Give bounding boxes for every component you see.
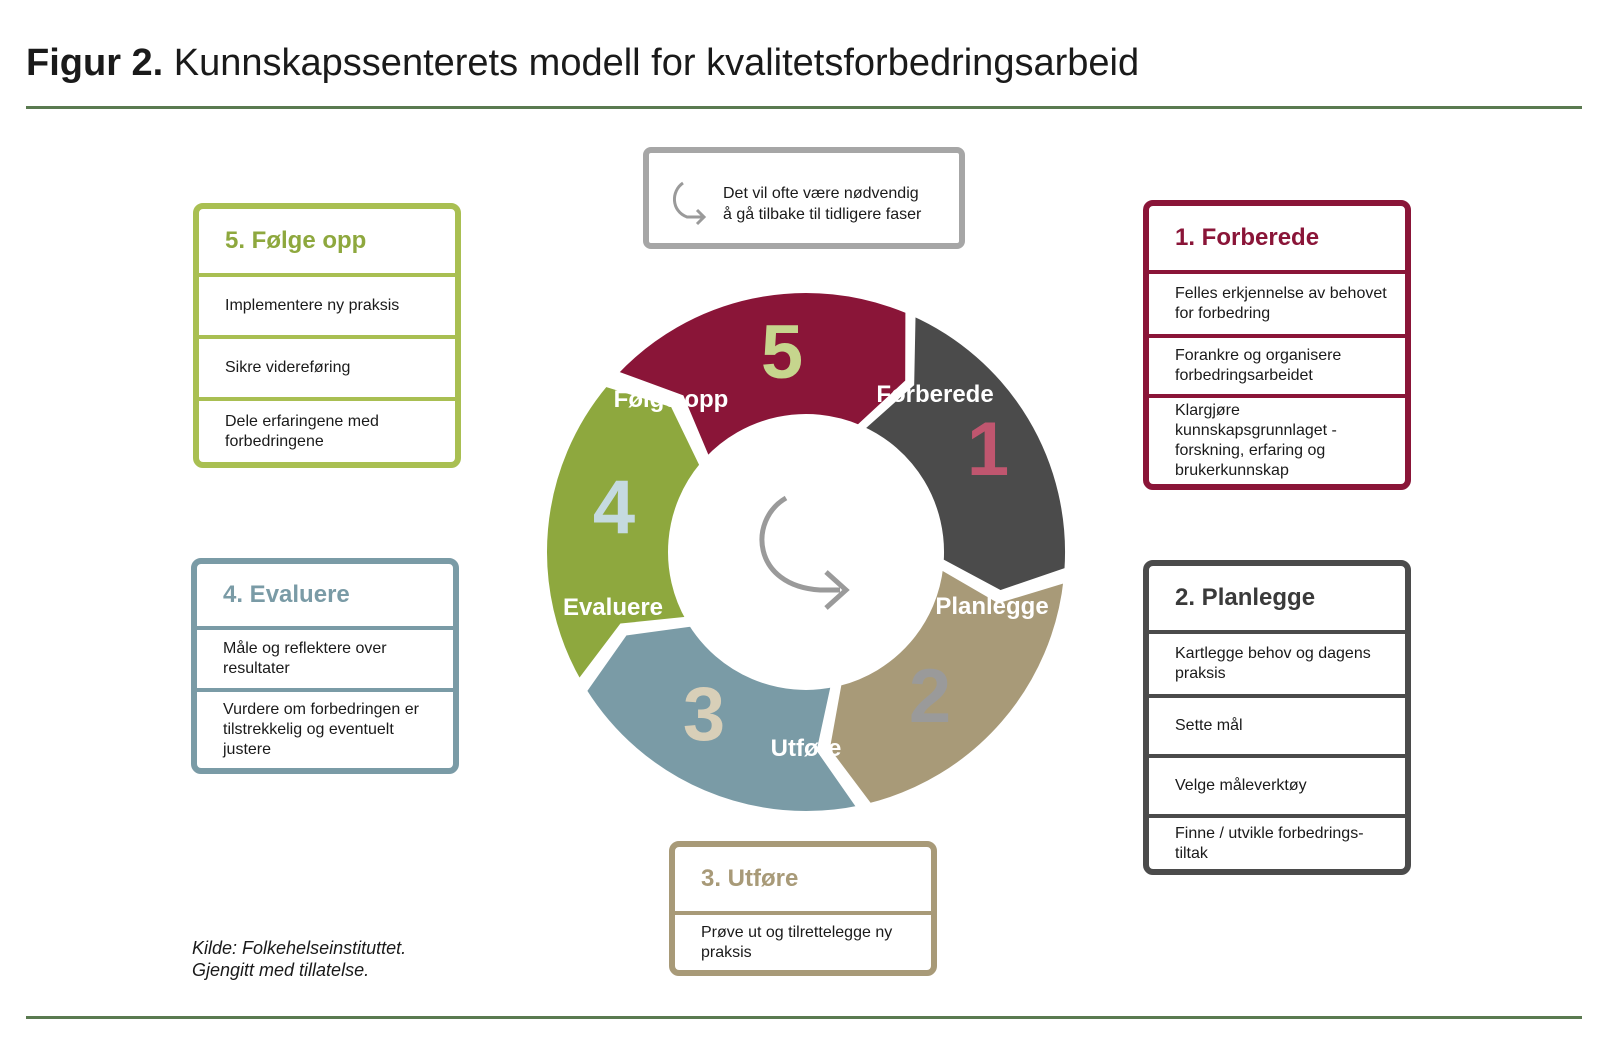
segment-utfore — [823, 561, 1071, 810]
box-item: Vurdere om forbedringen er tilstrekkelig… — [197, 688, 453, 768]
note-box: Det vil ofte være nødvendig å gå tilbake… — [643, 147, 965, 249]
box-utfore: 3. Utføre Prøve ut og tilrettelegge ny p… — [669, 841, 937, 976]
box-item: Velge måleverktøy — [1149, 754, 1405, 814]
box-title: 4. Evaluere — [223, 581, 350, 608]
box-planlegge: 2. Planlegge Kartlegge behov og dagens p… — [1143, 560, 1411, 875]
source-line-2: Gjengitt med tillatelse. — [192, 960, 370, 980]
box-forberede: 1. Forberede Felles erkjennelse av behov… — [1143, 200, 1411, 490]
box-evaluere: 4. Evaluere Måle og reflektere over resu… — [191, 558, 459, 774]
segment-number-5: 5 — [761, 310, 803, 395]
segment-number-1: 1 — [967, 407, 1009, 492]
note-line-1: Det vil ofte være nødvendig — [723, 185, 919, 202]
segment-number-4: 4 — [593, 465, 635, 550]
bottom-divider — [26, 1016, 1582, 1019]
figure-title-text: Kunnskapssenterets modell for kvalitetsf… — [173, 42, 1140, 84]
source-caption: Kilde: Folkehelseinstituttet. Gjengitt m… — [192, 937, 406, 981]
return-arrow-icon — [673, 181, 707, 226]
segment-planlegge — [855, 308, 1071, 597]
box-folge-opp: 5. Følge opp Implementere ny praksis Sik… — [193, 203, 461, 468]
segment-label-forberede: Forberede — [876, 381, 993, 408]
figure-title: Figur 2. Kunnskapssenterets modell for k… — [26, 40, 1139, 86]
figure-number: Figur 2. — [26, 42, 164, 84]
segment-forberede — [609, 286, 912, 466]
box-item: Felles erkjennelse av behovet for forbed… — [1149, 270, 1405, 334]
box-title: 3. Utføre — [701, 865, 799, 892]
note-line-2: å gå tilbake til tidligere faser — [723, 206, 922, 223]
box-item: Implementere ny praksis — [199, 273, 455, 335]
box-title: 2. Planlegge — [1175, 584, 1316, 611]
segment-folge-opp — [541, 380, 707, 689]
source-line-1: Kilde: Folkehelseinstituttet. — [192, 938, 407, 958]
box-title: 1. Forberede — [1175, 224, 1320, 251]
box-item: Sikre videreføring — [199, 335, 455, 397]
box-item: Sette mål — [1149, 694, 1405, 754]
segment-label-folge-opp: Følge opp — [614, 386, 729, 413]
segment-evaluere — [580, 620, 866, 818]
box-item: Dele erfaringene med forbedringene — [199, 397, 455, 462]
segment-number-3: 3 — [683, 672, 725, 757]
box-item: Prøve ut og tilrettelegge ny praksis — [675, 911, 931, 970]
box-item: Klargjøre kunnskapsgrunnlaget - forsknin… — [1149, 394, 1405, 484]
note-text: Det vil ofte være nødvendig å gå tilbake… — [723, 183, 953, 225]
box-item: Kartlegge behov og dagens praksis — [1149, 630, 1405, 694]
segment-label-planlegge: Planlegge — [935, 593, 1048, 620]
box-item: Forankre og organisere forbedringsarbeid… — [1149, 334, 1405, 394]
segment-number-2: 2 — [909, 654, 951, 739]
box-item: Finne / utvikle forbedrings-tiltak — [1149, 814, 1405, 869]
segment-label-evaluere: Evaluere — [563, 594, 663, 621]
segment-label-utfore: Utføre — [771, 735, 842, 762]
box-item: Måle og reflektere over resultater — [197, 626, 453, 688]
box-title: 5. Følge opp — [225, 227, 367, 254]
top-divider — [26, 106, 1582, 109]
cycle-arrow-icon — [759, 495, 850, 610]
